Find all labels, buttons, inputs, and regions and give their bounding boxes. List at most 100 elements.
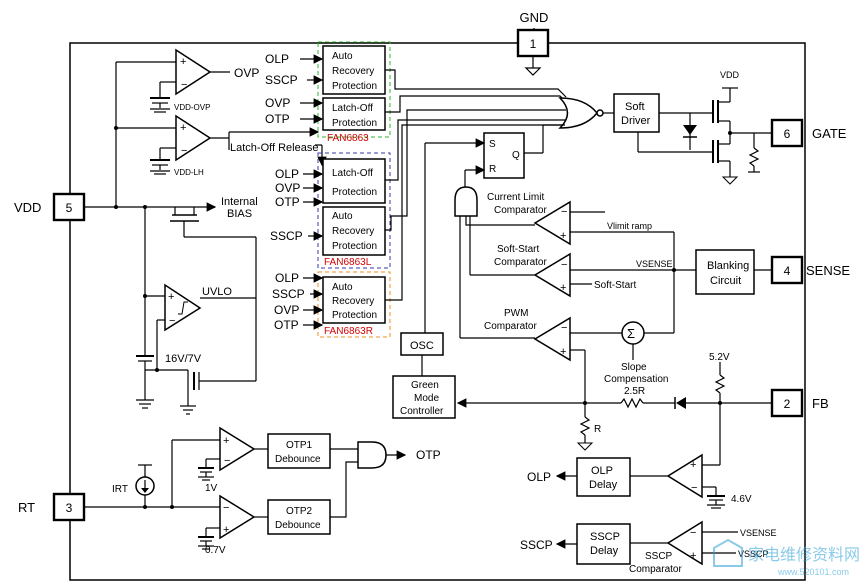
sr-s-label: S [489, 139, 496, 150]
fan6863-input-otp: OTP [265, 112, 290, 126]
fan6863l-ar-line2: Recovery [332, 226, 374, 237]
fan6863r-input-otp: OTP [274, 318, 299, 332]
svg-text:+: + [560, 282, 566, 294]
pin-gnd: GND 1 [516, 10, 550, 76]
soft-driver-line1: Soft [625, 101, 645, 113]
watermark-url: www.520101.com [777, 567, 849, 577]
vdd-lh-label: VDD-LH [174, 168, 204, 177]
svg-text:−: − [561, 322, 567, 334]
slope-comp-line2: Compensation [604, 374, 668, 385]
pin-gnd-num: 1 [530, 37, 537, 51]
fan6863-input-ovp: OVP [265, 96, 290, 110]
svg-text:−: − [561, 206, 567, 218]
fan6863l-label: FAN6863L [324, 257, 372, 268]
soft-driver-line2: Driver [621, 115, 651, 127]
svg-text:−: − [690, 527, 696, 539]
fan6863l-input-ovp: OVP [275, 181, 300, 195]
green-mode-line2: Mode [414, 393, 439, 404]
softstart-comparator: Soft-Start Comparator − + VSENSE Soft-St… [494, 244, 696, 298]
vsense-label: VSENSE [636, 259, 673, 269]
svg-text:+: + [223, 524, 229, 536]
pin-fb-name: FB [812, 396, 829, 411]
pin-fb-num: 2 [784, 397, 791, 411]
svg-text:+: + [560, 346, 566, 358]
sscp-comp-line1: SSCP [645, 551, 673, 562]
fan6863r-ar-line3: Protection [332, 310, 377, 321]
svg-text:+: + [690, 550, 696, 562]
pin-vdd-num: 5 [66, 201, 73, 215]
svg-text:−: − [181, 145, 187, 157]
svg-text:+: + [180, 56, 186, 68]
fan6863r-input-ovp: OVP [274, 303, 299, 317]
irt-label: IRT [112, 484, 128, 495]
fan6863l-input-otp: OTP [275, 195, 300, 209]
v46-label: 4.6V [731, 494, 752, 505]
r25-label: 2.5R [624, 386, 645, 397]
svg-text:+: + [690, 459, 696, 471]
fan6863-lo-line1: Latch-Off [332, 103, 373, 114]
sum-icon: Σ [627, 326, 635, 341]
osc-green-mode: OSC Green Mode Controller [392, 332, 585, 419]
nor-gate [558, 97, 614, 129]
olp-delay-line1: OLP [591, 465, 613, 477]
svg-text:−: − [561, 259, 567, 271]
uvlo-comparator: + − UVLO 16V/7V [136, 283, 256, 415]
svg-text:+: + [168, 291, 174, 303]
cl-comp-line2: Comparator [494, 205, 547, 216]
v07-label: 0.7V [205, 545, 226, 556]
fan6863l-lo-line2: Protection [332, 187, 377, 198]
green-mode-line3: Controller [400, 406, 444, 417]
svg-text:−: − [169, 315, 175, 327]
sscp-section: − + VSENSE VSSCP SSCP Delay SSCP SSCP Co… [520, 520, 777, 575]
uvlo-label: UVLO [202, 286, 232, 298]
fan6863-ar-line2: Recovery [332, 66, 374, 77]
fan6863r-ar-line2: Recovery [332, 296, 374, 307]
chip-boundary [69, 42, 806, 581]
ground-icon [524, 67, 542, 76]
pin-rt-num: 3 [66, 501, 73, 515]
watermark-text: 家电维修资料网 [748, 546, 860, 564]
sr-flipflop: S R Q [424, 124, 565, 333]
vdd-bus [84, 61, 185, 352]
uvlo-threshold-label: 16V/7V [165, 353, 202, 365]
fan6863l-ar-line3: Protection [332, 241, 377, 252]
v1-label: 1V [205, 483, 218, 494]
olp-delay-line2: Delay [589, 479, 618, 491]
fan6863l-input-olp: OLP [275, 167, 299, 181]
soft-driver-stage: Soft Driver VDD [613, 70, 772, 185]
otp-section: IRT + − 1V OTP1 Debounce − + 0.7V OTP2 D… [84, 426, 441, 556]
house-logo-icon [713, 538, 743, 567]
fan6863r-ar-line1: Auto [332, 282, 353, 293]
svg-text:−: − [224, 455, 230, 467]
otp1-line2: Debounce [275, 454, 321, 465]
pin-sense-name: SENSE [806, 263, 850, 278]
ovp-comparator: + − OVP VDD-OVP [150, 48, 259, 113]
sscp-delay-line1: SSCP [590, 531, 620, 543]
fan6863l-lo-line1: Latch-Off [332, 168, 373, 179]
sscp-output-label: SSCP [520, 538, 553, 552]
vdd-driver-label: VDD [720, 70, 740, 80]
pwm-comparator: PWM Comparator − + Σ Slope Compensation [484, 232, 675, 403]
pin-fb: 2 FB [770, 388, 829, 418]
fan6863-input-olp: OLP [265, 52, 289, 66]
current-limit-comparator: Current Limit Comparator − + Vlimit ramp [487, 192, 674, 246]
pin-gnd-name: GND [520, 10, 549, 25]
internal-bias: Internal BIAS [170, 196, 258, 381]
otp1-line1: OTP1 [286, 440, 313, 451]
pin-sense-num: 4 [784, 264, 791, 278]
ss-comp-line2: Comparator [494, 257, 547, 268]
fan6863-ar-line1: Auto [332, 51, 353, 62]
fan6863l-input-sscp: SSCP [270, 229, 303, 243]
fb-network: 5.2V 2.5R R [576, 352, 772, 466]
sr-q-label: Q [512, 150, 520, 161]
green-mode-line1: Green [411, 380, 439, 391]
v52-label: 5.2V [709, 352, 730, 363]
svg-text:−: − [691, 482, 697, 494]
olp-output-label: OLP [527, 470, 551, 484]
cl-comp-line1: Current Limit [487, 192, 544, 203]
slope-comp-line1: Slope [621, 362, 647, 373]
svg-text:−: − [181, 79, 187, 91]
sr-r-label: R [489, 164, 496, 175]
fan6863r-input-olp: OLP [275, 271, 299, 285]
soft-start-label: Soft-Start [594, 280, 636, 291]
